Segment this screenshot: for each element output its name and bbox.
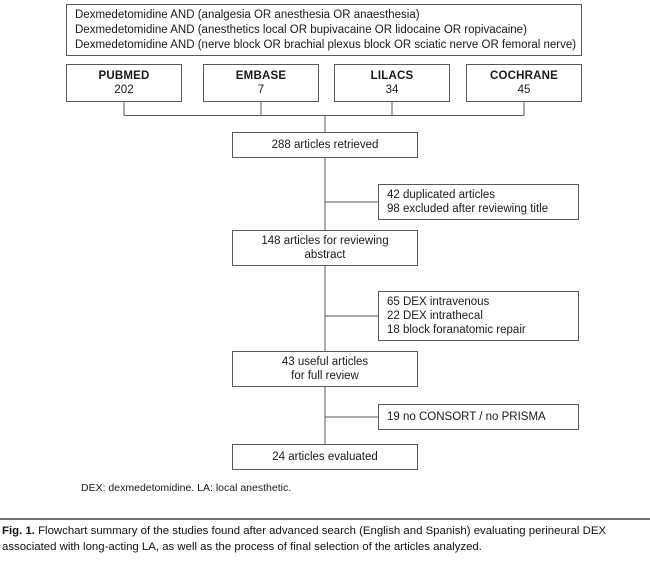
step-line: 24 articles evaluated	[272, 451, 378, 463]
step-line: 148 articles for reviewing	[261, 235, 389, 247]
database-count-cochrane: 45	[517, 84, 531, 96]
database-name-cochrane: COCHRANE	[489, 70, 559, 82]
exclusion-line: 65 DEX intravenous	[387, 296, 490, 308]
database-name-pubmed: PUBMED	[98, 70, 150, 82]
exclusion-line: 42 duplicated articles	[387, 189, 496, 201]
figure-number: Fig. 1.	[2, 525, 35, 537]
caption-divider	[0, 518, 650, 520]
database-count-lilacs: 34	[385, 84, 399, 96]
exclusion-box-duplicates-and-title: 42 duplicated articles 98 excluded after…	[378, 184, 579, 220]
database-count-embase: 7	[257, 84, 265, 96]
database-box-pubmed: PUBMED 202	[66, 64, 182, 102]
exclusion-box-no-consort-prisma: 19 no CONSORT / no PRISMA	[378, 404, 579, 430]
prisma-flowchart: Dexmedetomidine AND (analgesia OR anesth…	[66, 4, 582, 494]
query-line-2: Dexmedetomidine AND (anesthetics local O…	[75, 23, 527, 36]
step-line: abstract	[304, 249, 346, 261]
step-box-articles-retrieved: 288 articles retrieved	[232, 132, 418, 158]
step-box-useful-articles: 43 useful articles for full review	[232, 351, 418, 387]
database-box-lilacs: LILACS 34	[334, 64, 450, 102]
step-line: 43 useful articles	[281, 356, 369, 368]
database-count-pubmed: 202	[114, 84, 134, 96]
flowchart-connectors	[123, 102, 525, 444]
query-line-3: Dexmedetomidine AND (nerve block OR brac…	[75, 38, 577, 51]
search-query-box: Dexmedetomidine AND (analgesia OR anesth…	[66, 4, 582, 56]
query-line-1: Dexmedetomidine AND (analgesia OR anesth…	[75, 8, 420, 21]
figure-caption-text: Flowchart summary of the studies found a…	[2, 525, 607, 553]
step-line: 288 articles retrieved	[271, 139, 379, 151]
exclusion-line: 98 excluded after reviewing title	[387, 203, 549, 215]
database-box-embase: EMBASE 7	[203, 64, 319, 102]
database-box-cochrane: COCHRANE 45	[466, 64, 582, 102]
step-box-reviewing-abstract: 148 articles for reviewing abstract	[232, 230, 418, 266]
exclusion-box-route-and-block: 65 DEX intravenous 22 DEX intrathecal 18…	[378, 291, 579, 341]
step-box-articles-evaluated: 24 articles evaluated	[232, 444, 418, 470]
exclusion-line: 18 block foranatomic repair	[387, 324, 526, 336]
figure-caption: Fig. 1. Flowchart summary of the studies…	[2, 524, 648, 555]
abbreviation-legend: DEX: dexmedetomidine. LA: local anesthet…	[81, 482, 292, 494]
database-name-embase: EMBASE	[235, 70, 287, 82]
database-name-lilacs: LILACS	[370, 70, 414, 82]
exclusion-line: 22 DEX intrathecal	[387, 310, 483, 322]
step-line: for full review	[291, 370, 359, 382]
exclusion-line: 19 no CONSORT / no PRISMA	[387, 411, 546, 423]
